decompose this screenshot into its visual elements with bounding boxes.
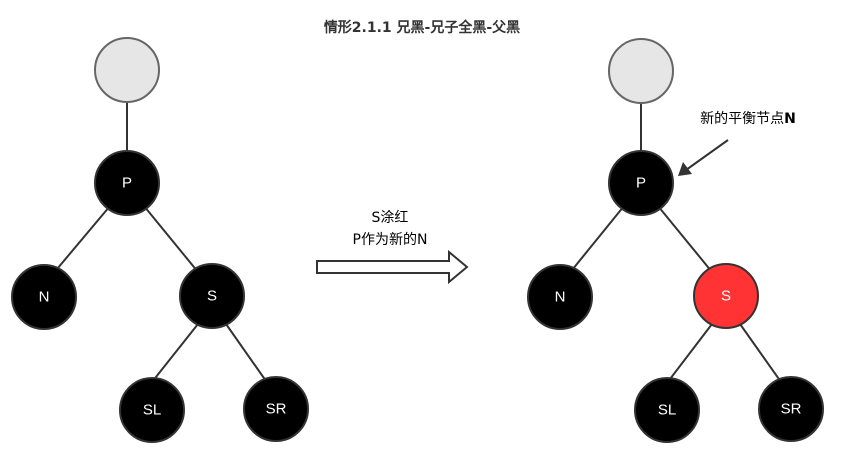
right-arrow-icon bbox=[316, 249, 469, 285]
node-label: N bbox=[555, 289, 566, 306]
node-label: SL bbox=[143, 402, 161, 419]
annotation-bold: N bbox=[784, 111, 796, 127]
node-circle bbox=[608, 38, 674, 104]
transition: S涂红 P作为新的N bbox=[316, 210, 469, 285]
tree-node-n: N bbox=[11, 264, 77, 330]
node-label: SL bbox=[658, 402, 676, 419]
annotation: 新的平衡节点N bbox=[678, 111, 796, 176]
edge-s-sl bbox=[666, 323, 713, 384]
tree-node-root bbox=[608, 38, 674, 104]
node-circle bbox=[94, 150, 160, 216]
tree-node-root bbox=[94, 37, 160, 103]
node-label: S bbox=[207, 288, 217, 305]
node-circle bbox=[634, 377, 700, 443]
node-circle bbox=[608, 150, 674, 216]
node-circle bbox=[179, 263, 245, 329]
node-circle bbox=[527, 264, 593, 330]
node-circle bbox=[119, 377, 185, 443]
edge-p-s bbox=[657, 205, 713, 273]
tree-node-sl: SL bbox=[634, 377, 700, 443]
node-label: SR bbox=[781, 401, 802, 418]
annotation-prefix: 新的平衡节点 bbox=[700, 111, 784, 127]
node-circle bbox=[758, 376, 824, 442]
transition-label-line1: S涂红 bbox=[372, 210, 409, 226]
edge-s-sl bbox=[151, 323, 199, 383]
diagram-title: 情形2.1.1 兄黑-兄子全黑-父黑 bbox=[324, 19, 520, 36]
after-edges bbox=[567, 102, 782, 384]
node-circle bbox=[243, 376, 309, 442]
transition-label-line2: P作为新的N bbox=[353, 232, 428, 248]
tree-node-p: P bbox=[608, 150, 674, 216]
after-tree: P N S SL SR 新的平衡节点N bbox=[527, 38, 824, 443]
before-tree: P N S SL SR bbox=[11, 37, 309, 443]
tree-node-p: P bbox=[94, 150, 160, 216]
edge-p-s bbox=[143, 205, 199, 273]
tree-node-s: S bbox=[179, 263, 245, 329]
node-label: N bbox=[39, 289, 50, 306]
node-circle bbox=[94, 37, 160, 103]
tree-node-s: S bbox=[693, 263, 759, 329]
tree-node-sr: SR bbox=[758, 376, 824, 442]
node-label: S bbox=[721, 288, 731, 305]
tree-node-sl: SL bbox=[119, 377, 185, 443]
node-label: SR bbox=[266, 401, 287, 418]
before-edges bbox=[51, 100, 267, 383]
node-label: P bbox=[122, 175, 132, 192]
arrow-head-icon bbox=[678, 162, 692, 176]
edge-s-sr bbox=[225, 323, 267, 382]
tree-node-sr: SR bbox=[243, 376, 309, 442]
edge-p-n bbox=[567, 205, 625, 276]
node-label: P bbox=[636, 175, 646, 192]
annotation-pointer-line bbox=[685, 139, 729, 171]
node-circle bbox=[11, 264, 77, 330]
annotation-text: 新的平衡节点N bbox=[700, 111, 796, 127]
node-circle bbox=[693, 263, 759, 329]
edge-p-n bbox=[51, 205, 111, 276]
tree-node-n: N bbox=[527, 264, 593, 330]
edge-s-sr bbox=[739, 323, 782, 383]
